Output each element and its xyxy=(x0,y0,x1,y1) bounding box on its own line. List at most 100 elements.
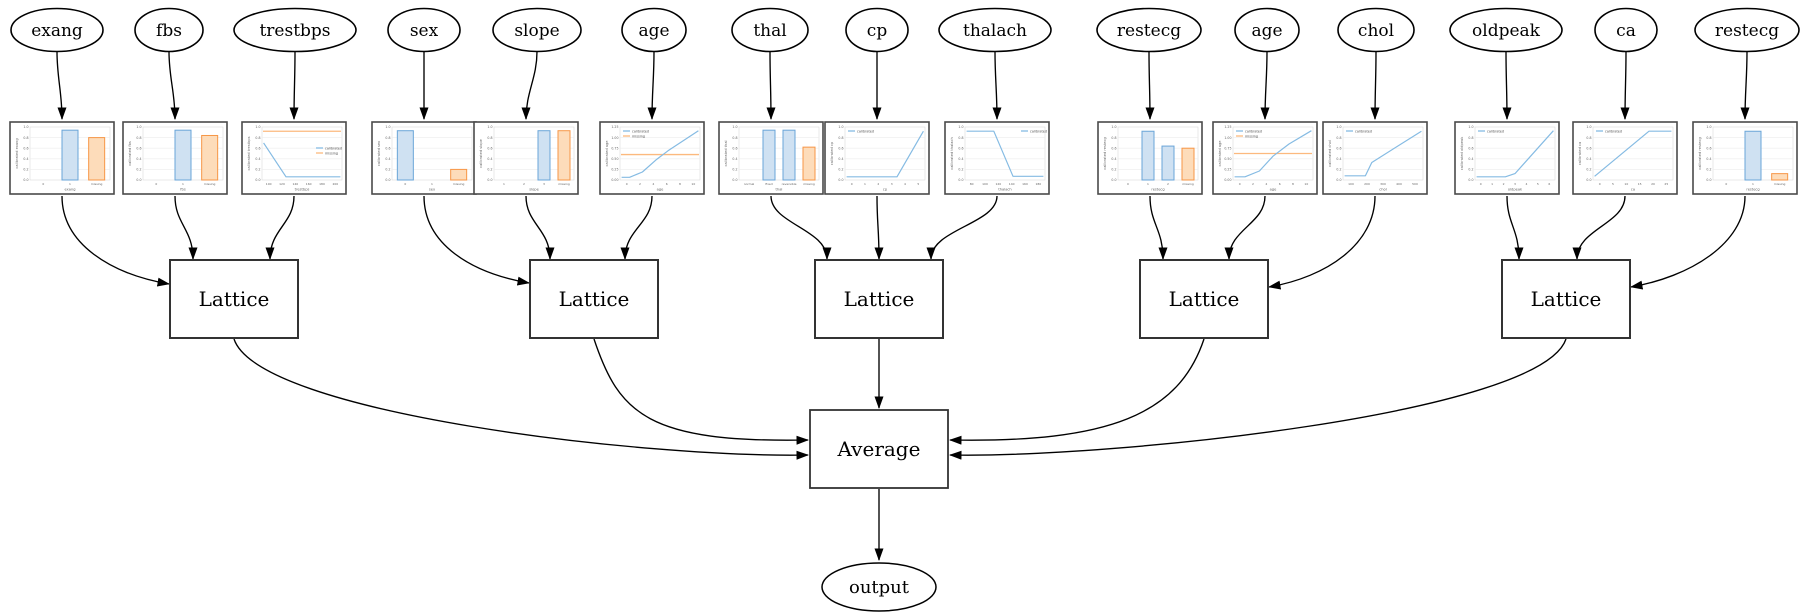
y-tick-label: 0.2 xyxy=(136,168,141,172)
edge-chol-to-chart xyxy=(1370,51,1380,120)
feature-ellipse xyxy=(1234,7,1300,53)
x-tick-label: 0 xyxy=(1127,182,1129,186)
y-tick-label: 0.2 xyxy=(487,168,492,172)
y-tick-label: 0.4 xyxy=(838,157,843,161)
x-axis-label: sex xyxy=(429,188,436,192)
y-tick-label: 1.25 xyxy=(611,125,618,129)
edge-chart-thalach-to-lattice xyxy=(926,195,998,260)
x-tick-label: missing xyxy=(803,182,815,186)
y-tick-label: 1.0 xyxy=(136,125,141,129)
feature-ellipse xyxy=(492,7,582,53)
y-tick-label: 0.2 xyxy=(385,168,390,172)
calibration-bar-blue xyxy=(762,129,776,181)
edge-chart-exang-to-lattice xyxy=(61,195,170,287)
y-tick-label: 0.6 xyxy=(1468,146,1473,150)
y-tick-label: 0.6 xyxy=(1586,146,1591,150)
y-tick-label: 0.0 xyxy=(838,178,843,182)
x-tick-label: 0 xyxy=(1725,182,1727,186)
x-tick-label: 4 xyxy=(1525,182,1527,186)
y-tick-label: 0.6 xyxy=(23,146,28,150)
feature-ellipse xyxy=(387,7,461,53)
y-axis-label: calibrated trestbps xyxy=(247,136,251,170)
y-tick-label: 0.6 xyxy=(958,146,963,150)
x-tick-label: 500 xyxy=(1412,182,1418,186)
y-tick-label: 0.75 xyxy=(611,146,618,150)
y-tick-label: 0.0 xyxy=(958,178,963,182)
average-box xyxy=(809,409,949,489)
x-tick-label: 1 xyxy=(69,182,71,186)
calibration-bar-orange xyxy=(557,130,571,181)
y-tick-label: 0.0 xyxy=(1336,178,1341,182)
x-tick-label: 0 xyxy=(155,182,157,186)
average-node: Average xyxy=(809,409,949,489)
y-tick-label: 0.6 xyxy=(1111,146,1116,150)
feature-label: age xyxy=(638,21,669,41)
calibration-bar-orange xyxy=(802,146,816,181)
x-tick-label: 4 xyxy=(1265,182,1267,186)
y-tick-label: 1.0 xyxy=(1111,125,1116,129)
edge-lattice-2-to-average xyxy=(593,338,809,445)
x-tick-label: 0 xyxy=(404,182,406,186)
y-axis-label: calibrated restecg xyxy=(1103,137,1107,170)
x-tick-label: 80 xyxy=(970,182,974,186)
y-tick-label: 1.00 xyxy=(611,136,618,140)
plot-area xyxy=(1592,126,1674,181)
y-tick-label: 0.50 xyxy=(611,157,618,161)
x-tick-label: 0 xyxy=(1239,182,1241,186)
feature-node-restecg-14: restecg xyxy=(1694,7,1800,53)
edge-chart-ca-to-lattice xyxy=(1572,195,1626,260)
edge-chart-restecg-to-lattice xyxy=(1630,195,1746,290)
x-tick-label: 2 xyxy=(523,182,525,186)
feature-label: slope xyxy=(514,21,559,41)
x-tick-label: 1 xyxy=(864,182,866,186)
y-tick-label: 0.8 xyxy=(255,136,260,140)
y-tick-label: 0.8 xyxy=(1586,136,1591,140)
y-tick-label: 0.0 xyxy=(385,178,390,182)
y-tick-label: 1.0 xyxy=(255,125,260,129)
feature-node-slope-4: slope xyxy=(492,7,582,53)
y-tick-label: 0.8 xyxy=(1468,136,1473,140)
x-axis-label: thal xyxy=(776,188,783,192)
feature-node-oldpeak-12: oldpeak xyxy=(1449,7,1563,53)
y-tick-label: 0.8 xyxy=(1706,136,1711,140)
legend-label-calibrated: calibrated xyxy=(632,129,649,133)
x-tick-label: 100 xyxy=(1348,182,1354,186)
x-tick-label: missing xyxy=(1182,182,1194,186)
y-axis-label: calibrated age xyxy=(605,140,609,167)
y-axis-label: calibrated thal xyxy=(724,140,728,166)
calibration-bar-blue xyxy=(1141,130,1155,181)
legend-label-missing: missing xyxy=(325,151,338,155)
x-tick-label: 4 xyxy=(652,182,654,186)
lattice-label: Lattice xyxy=(1169,287,1240,311)
legend-label-calibrated: calibrated xyxy=(1605,129,1622,133)
x-tick-label: 160 xyxy=(306,182,312,186)
y-axis-label: calibrated oldpeak xyxy=(1460,136,1464,170)
edge-chart-fbs-to-lattice xyxy=(174,195,198,260)
edge-lattice-1-to-average xyxy=(233,338,809,460)
y-tick-label: 0.0 xyxy=(1468,178,1473,182)
x-tick-label: 3 xyxy=(1514,182,1516,186)
y-tick-label: 0.4 xyxy=(1586,157,1591,161)
x-tick-label: 5 xyxy=(1612,182,1614,186)
x-tick-label: 1 xyxy=(431,182,433,186)
average-label: Average xyxy=(837,437,921,461)
y-tick-label: 0.4 xyxy=(1468,157,1473,161)
x-tick-label: 180 xyxy=(319,182,325,186)
feature-node-ca-13: ca xyxy=(1594,7,1658,53)
edge-chart-age-to-lattice xyxy=(620,195,653,260)
x-axis-label: cp xyxy=(883,188,888,192)
y-tick-label: 0.6 xyxy=(136,146,141,150)
y-tick-label: 0.2 xyxy=(838,168,843,172)
x-tick-label: 0 xyxy=(851,182,853,186)
y-axis-label: calibrated slope xyxy=(479,138,483,168)
edge-layer xyxy=(56,51,1750,561)
x-axis-label: chol xyxy=(1379,188,1386,192)
x-tick-label: missing xyxy=(1774,182,1786,186)
x-tick-label: 3 xyxy=(543,182,545,186)
y-tick-label: 0.4 xyxy=(1706,157,1711,161)
